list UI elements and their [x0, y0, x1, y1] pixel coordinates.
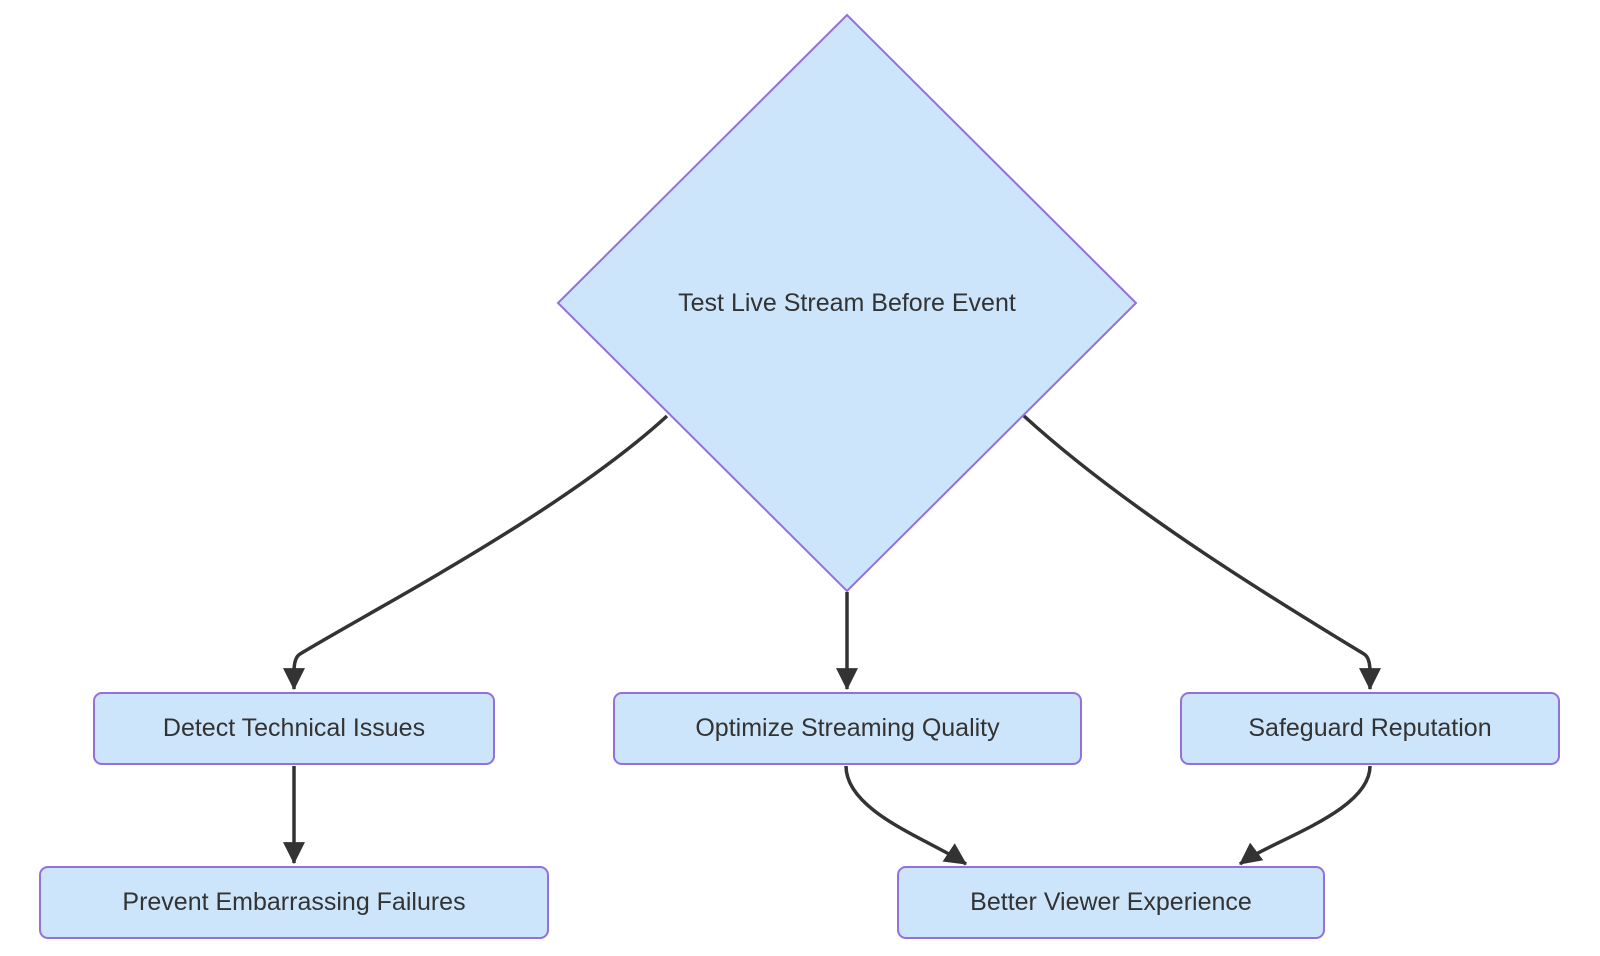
edge-safeguard-to-better — [1238, 765, 1372, 866]
node-prevent-embarrassing-failures: Prevent Embarrassing Failures — [39, 866, 549, 939]
edge-root-to-detect — [283, 414, 669, 691]
node-optimize-streaming-quality: Optimize Streaming Quality — [613, 692, 1082, 765]
edge-root-to-safeguard — [1022, 414, 1381, 691]
node-detect-technical-issues: Detect Technical Issues — [93, 692, 495, 765]
decision-diamond-shape — [556, 13, 1138, 593]
node-safeguard-reputation: Safeguard Reputation — [1180, 692, 1560, 765]
edge-optimize-to-better — [844, 765, 967, 866]
node-better-viewer-experience: Better Viewer Experience — [897, 866, 1325, 939]
node-test-live-stream-label: Test Live Stream Before Event — [678, 289, 1016, 317]
